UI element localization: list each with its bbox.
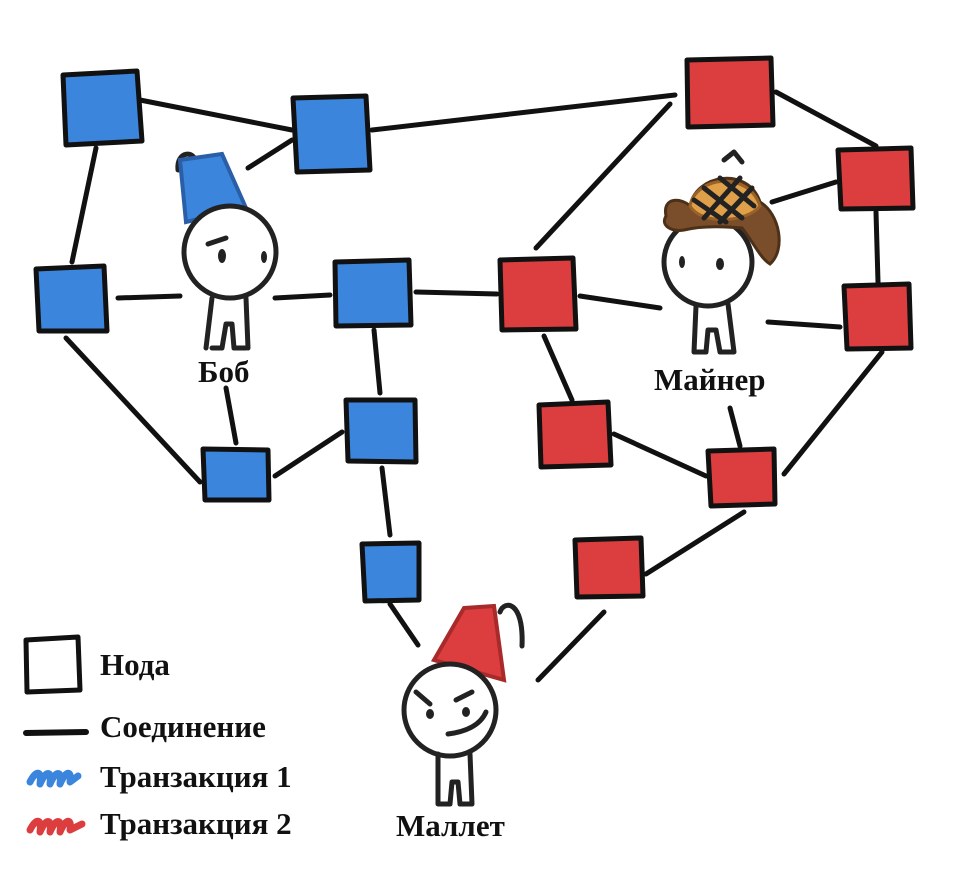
connection-edge: [63, 335, 203, 485]
node-red: [536, 399, 614, 470]
eye: [261, 251, 267, 263]
node-blue: [200, 446, 272, 503]
eye: [716, 258, 724, 270]
legend-node-label: Нода: [100, 647, 170, 682]
connection-edge: [272, 292, 333, 301]
connection-edge: [773, 89, 879, 149]
fez-tassel: [497, 602, 525, 649]
mallet-body: [435, 751, 475, 807]
connection-edge: [369, 92, 678, 133]
eye: [462, 707, 470, 717]
blue-nodes: [33, 68, 422, 604]
connections: [63, 89, 885, 683]
connection-edge: [115, 293, 183, 301]
hat-button: [721, 149, 745, 165]
bob-character: Боб: [175, 151, 279, 389]
eye: [426, 709, 434, 719]
eyebrow: [413, 689, 433, 707]
bob-head: [181, 203, 279, 301]
connection-edge: [272, 429, 345, 479]
connection-edge: [413, 289, 500, 297]
mallet-head: [401, 661, 499, 759]
connection-edge: [577, 293, 663, 311]
node-blue: [290, 93, 373, 175]
connection-edge: [223, 385, 239, 446]
legend-connection-label: Соединение: [100, 709, 266, 744]
mallet-character: Маллет: [396, 602, 525, 843]
connection-edge: [541, 333, 575, 403]
connection-edge: [371, 327, 383, 396]
legend-tx2-swatch: [26, 817, 86, 836]
node-red: [841, 281, 914, 352]
eye: [679, 256, 685, 268]
node-red: [572, 535, 646, 600]
label-mallet: Маллет: [396, 808, 505, 843]
node-red: [705, 446, 778, 509]
legend-tx1-label: Транзакция 1: [100, 759, 292, 794]
node-red: [835, 145, 916, 212]
connection-edge: [137, 97, 295, 133]
connection-edge: [781, 349, 885, 477]
miner-body: [691, 301, 737, 355]
node-blue: [33, 263, 110, 334]
hat-check-lines: [691, 175, 757, 225]
eyebrow: [205, 235, 229, 247]
legend: Нода Соединение Транзакция 1 Транзакция …: [23, 634, 292, 841]
smirk: [445, 709, 489, 737]
legend-node-swatch: [23, 634, 83, 695]
connection-edge: [643, 509, 747, 577]
connection-edge: [69, 145, 99, 265]
node-blue: [343, 397, 419, 465]
label-bob: Боб: [198, 354, 250, 389]
node-blue: [60, 68, 145, 148]
legend-tx2-label: Транзакция 2: [100, 806, 292, 841]
legend-connection-swatch: [23, 729, 89, 736]
connection-edge: [873, 209, 881, 285]
red-fez-hat: [430, 603, 507, 683]
connection-edge: [533, 101, 673, 251]
node-blue: [359, 540, 422, 604]
connection-edge: [245, 137, 295, 171]
miner-character: Майнер: [654, 149, 781, 397]
eyebrow: [453, 689, 475, 703]
label-miner: Майнер: [654, 362, 765, 397]
connection-edge: [611, 431, 709, 479]
connection-edge: [769, 179, 839, 205]
legend-tx1-swatch: [26, 769, 82, 788]
connection-edge: [387, 601, 421, 648]
connection-edge: [535, 609, 607, 683]
node-blue: [332, 257, 414, 329]
connection-edge: [379, 465, 393, 538]
node-red: [497, 255, 579, 333]
connection-edge: [727, 405, 743, 449]
bob-body: [203, 295, 251, 351]
red-nodes: [497, 55, 916, 600]
eye: [218, 249, 226, 263]
connection-edge: [765, 319, 843, 330]
node-red: [684, 55, 776, 130]
